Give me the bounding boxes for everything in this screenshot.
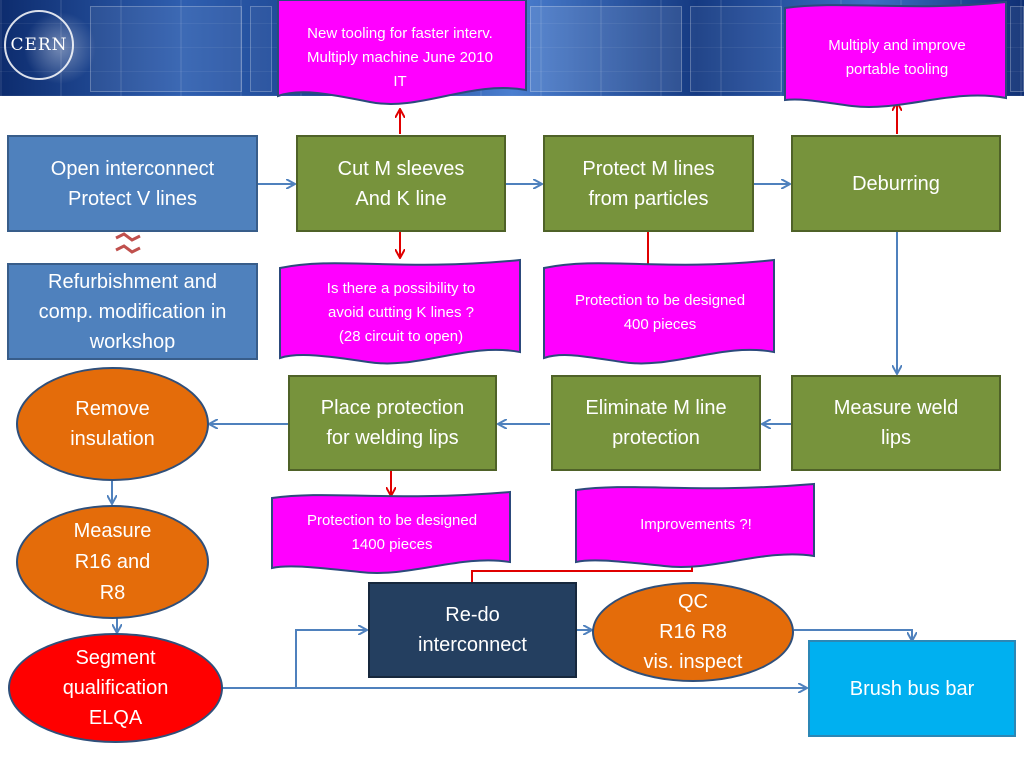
node-open-interconnect: Open interconnect Protect V lines: [7, 135, 258, 232]
flow-arrow: [295, 630, 366, 688]
node-measure-r16-r8: Measure R16 and R8: [16, 505, 209, 619]
annotation-link: [471, 567, 693, 582]
node-cut-m-sleeves: Cut M sleeves And K line: [296, 135, 506, 232]
node-remove-insulation: Remove insulation: [16, 367, 209, 481]
banner-tile: [90, 6, 242, 92]
node-measure-weld-lips: Measure weld lips: [791, 375, 1001, 471]
node-refurbishment: Refurbishment and comp. modification in …: [7, 263, 258, 360]
note-protection-400: Protection to be designed 400 pieces: [574, 292, 746, 333]
note-improvements: Improvements ?!: [640, 516, 752, 533]
banner-tile: [530, 6, 682, 92]
note-protection-1400: Protection to be designed 1400 pieces: [306, 512, 478, 553]
node-place-protection: Place protection for welding lips: [288, 375, 497, 471]
note-shape: [543, 258, 775, 365]
node-qc: QC R16 R8 vis. inspect: [592, 582, 794, 682]
note-new-tooling: New tooling for faster interv. Multiply …: [307, 25, 493, 90]
node-brush-bus-bar: Brush bus bar: [808, 640, 1016, 737]
cern-logo: CERN: [4, 10, 74, 80]
node-eliminate-m-line: Eliminate M line protection: [551, 375, 761, 471]
note-multiply-tooling: Multiply and improve portable tooling: [828, 37, 966, 78]
node-segment-qualification: Segment qualification ELQA: [8, 633, 223, 743]
note-shape: [271, 490, 511, 574]
node-deburring: Deburring: [791, 135, 1001, 232]
note-shape: [575, 482, 815, 568]
note-shape: [277, 0, 527, 105]
banner-tile: [250, 6, 272, 92]
note-shape: [784, 0, 1007, 108]
note-shape: [279, 258, 521, 365]
note-k-lines-question: Is there a possibility to avoid cutting …: [326, 280, 476, 345]
approximation-symbol: [115, 244, 141, 254]
approximation-symbol: [115, 232, 141, 242]
flow-arrow: [794, 629, 912, 640]
banner-tile: [690, 6, 782, 92]
node-redo-interconnect: Re-do interconnect: [368, 582, 577, 678]
node-protect-m-lines: Protect M lines from particles: [543, 135, 754, 232]
